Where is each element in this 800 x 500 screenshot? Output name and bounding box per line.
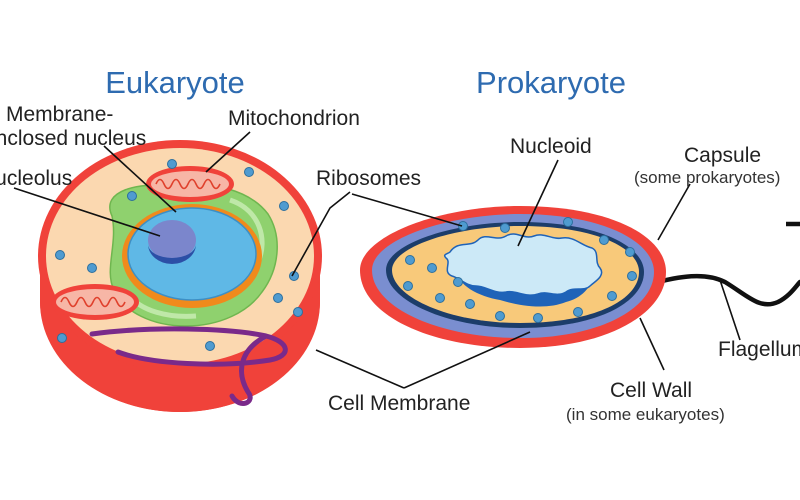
leader-cell-membrane-euk <box>315 349 405 389</box>
label-capsule-note: (some prokaryotes) <box>634 168 780 187</box>
leader-ribosomes-prok <box>351 193 463 227</box>
label-cell-wall-note: (in some eukaryotes) <box>566 405 725 424</box>
leader-flagellum <box>719 279 741 341</box>
leader-cell-membrane-prok <box>403 331 531 389</box>
leader-ribosomes-euk <box>291 191 351 277</box>
mitochondrion-lower <box>51 284 139 320</box>
nucleolus <box>148 220 196 260</box>
label-membrane-enclosed-nucleus-1: Membrane- <box>6 103 113 126</box>
leader-capsule <box>657 183 691 241</box>
leader-cell-wall <box>639 317 665 371</box>
eukaryote-ribosomes <box>55 159 303 351</box>
label-membrane-enclosed-nucleus-2: enclosed nucleus <box>0 127 146 150</box>
label-flagellum: Flagellum <box>718 338 800 361</box>
prokaryote-ribosomes <box>403 217 637 323</box>
leader-nucleolus <box>13 187 161 237</box>
label-cell-wall: Cell Wall <box>610 379 692 402</box>
label-capsule: Capsule <box>684 144 761 167</box>
er-tube <box>89 326 288 406</box>
leader-mitochondrion <box>205 131 251 173</box>
leader-nucleus <box>103 145 177 213</box>
flagellum <box>647 273 800 307</box>
label-nucleolus: Nucleolus <box>0 167 72 190</box>
nucleolus-shade <box>148 244 196 264</box>
prokaryote-cell <box>360 206 800 348</box>
label-nucleoid: Nucleoid <box>510 135 592 158</box>
mitochondrion-upper <box>146 166 234 202</box>
label-ribosomes: Ribosomes <box>316 167 421 190</box>
prokaryote-title: Prokaryote <box>476 65 626 100</box>
eukaryote-cell <box>38 140 322 412</box>
label-cell-membrane: Cell Membrane <box>328 392 470 415</box>
eukaryote-title: Eukaryote <box>105 65 245 100</box>
label-mitochondrion: Mitochondrion <box>228 107 360 130</box>
leader-lines <box>13 131 741 389</box>
leader-nucleoid <box>517 159 559 247</box>
